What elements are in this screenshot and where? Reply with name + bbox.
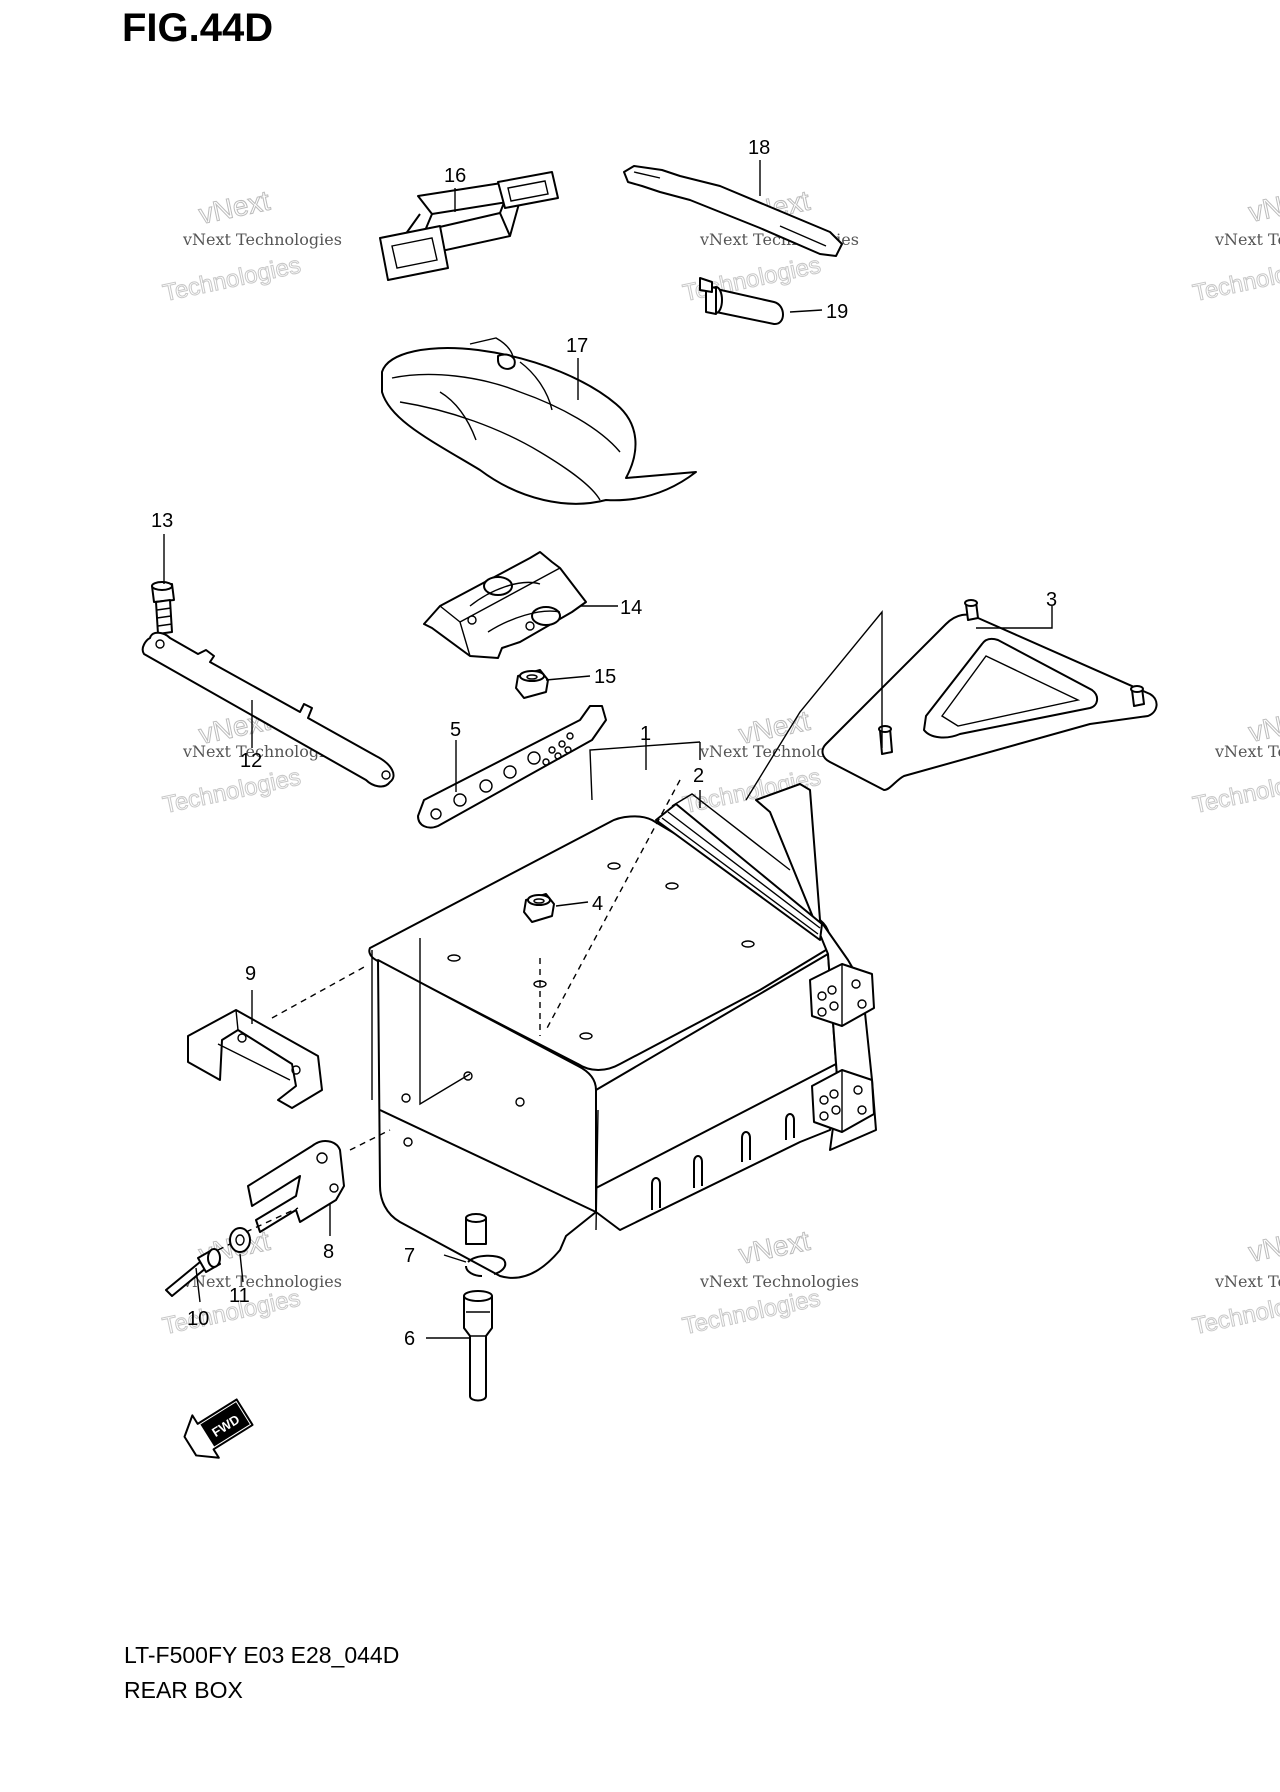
part-2-seal-strip xyxy=(655,793,823,941)
watermark-brand-bottom: Technologies xyxy=(1191,252,1280,308)
callout-2: 2 xyxy=(693,765,704,787)
part-6-drain-tube xyxy=(463,1290,493,1402)
callout-15: 15 xyxy=(594,666,616,688)
fwd-direction-arrow: FWD xyxy=(183,1398,254,1459)
watermark-brand-bottom: Technologies xyxy=(680,1285,823,1341)
watermark-company: vNext Technologies xyxy=(699,742,859,761)
callout-9: 9 xyxy=(245,963,256,985)
callout-1: 1 xyxy=(640,723,651,745)
part-3-frame xyxy=(821,599,1158,791)
watermark-company: vNext Technologies xyxy=(1214,230,1280,249)
watermark-block: vNext vNext Technologies Technologies xyxy=(1190,702,1280,820)
watermark-brand-bottom: Technologies xyxy=(1191,764,1280,820)
part-4-nut xyxy=(523,893,555,923)
section-name: REAR BOX xyxy=(124,1677,243,1703)
watermark-company: vNext Technologies xyxy=(1214,1272,1280,1291)
watermark-brand-bottom: Technologies xyxy=(1190,1285,1280,1341)
watermark-brand-top: vNext xyxy=(1246,183,1280,228)
callout-7: 7 xyxy=(404,1245,415,1267)
callout-10: 10 xyxy=(187,1308,209,1330)
part-13-bolt xyxy=(151,581,175,635)
watermark-brand-top: vNext xyxy=(196,185,273,230)
callout-11: 11 xyxy=(229,1285,250,1307)
watermark-company: vNext Technologies xyxy=(182,742,342,761)
part-14-bracket xyxy=(423,551,587,659)
watermark-brand-top: vNext xyxy=(736,1225,813,1270)
callout-13: 13 xyxy=(151,510,173,532)
model-code: LT-F500FY E03 E28_044D xyxy=(124,1642,400,1668)
watermark-block: vNext vNext Technologies Technologies xyxy=(1190,1222,1280,1341)
part-19-plug xyxy=(699,277,784,325)
part-5-plate xyxy=(417,705,607,829)
watermark-brand-bottom: Technologies xyxy=(161,252,304,308)
callout-19: 19 xyxy=(826,301,848,323)
callout-labels: 1 2 3 4 5 6 7 8 9 10 11 12 13 14 15 16 1… xyxy=(151,137,1057,1350)
part-9-bracket xyxy=(187,1009,323,1109)
part-16-strap xyxy=(379,171,559,281)
callout-16: 16 xyxy=(444,165,466,187)
watermark-block: vNext vNext Technologies Technologies xyxy=(680,1224,859,1341)
part-18-wrench xyxy=(623,165,843,257)
callout-12: 12 xyxy=(240,750,262,772)
watermark-company: vNext Technologies xyxy=(1214,742,1280,761)
watermark-brand-top: vNext xyxy=(1246,1223,1280,1268)
callout-17: 17 xyxy=(566,335,588,357)
watermark-block: vNext vNext Technologies Technologies xyxy=(160,184,342,308)
part-15-nut xyxy=(515,669,549,699)
part-1-rear-box xyxy=(368,783,877,1279)
leader-lines xyxy=(163,160,1053,1339)
part-8-clip xyxy=(247,1140,345,1233)
watermark-company: vNext Technologies xyxy=(699,1272,859,1291)
callout-8: 8 xyxy=(323,1241,334,1263)
watermark-brand-bottom: Technologies xyxy=(161,764,304,820)
part-12-rod xyxy=(141,631,395,788)
part-11-washer xyxy=(229,1227,251,1253)
callout-14: 14 xyxy=(620,597,642,619)
assembly-lines xyxy=(217,610,883,1251)
part-17-tool-bag xyxy=(381,337,697,505)
callout-4: 4 xyxy=(592,893,603,915)
callout-6: 6 xyxy=(404,1328,415,1350)
callout-5: 5 xyxy=(450,719,461,741)
callout-3: 3 xyxy=(1046,589,1057,611)
figure-title: FIG.44D xyxy=(122,6,274,50)
watermark-company: vNext Technologies xyxy=(182,230,342,249)
part-7-o-ring xyxy=(465,1254,507,1277)
watermark-company: vNext Technologies xyxy=(182,1272,342,1291)
callout-18: 18 xyxy=(748,137,770,159)
watermark-block: vNext vNext Technologies Technologies xyxy=(1190,182,1280,308)
